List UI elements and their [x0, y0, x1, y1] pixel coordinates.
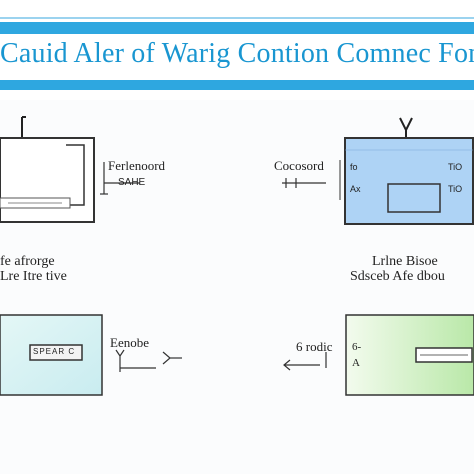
unit-top-right — [282, 117, 474, 225]
title-banner: Cauid Aler of Warig Contion Comnec Font — [0, 22, 474, 90]
bottom-right-label-3: A — [352, 357, 360, 369]
unit-bottom-right — [283, 314, 474, 396]
title-banner-inner — [0, 34, 474, 80]
top-rule — [0, 17, 474, 19]
unit-box — [344, 137, 474, 225]
top-right-inner-label-1: fo — [350, 162, 358, 172]
bottom-right-label-2: 6- — [352, 341, 362, 353]
top-right-label-1: Cocosord — [274, 158, 324, 173]
top-right-inner-label-4: TiO — [448, 184, 463, 194]
bottom-right-label-1: 6 rodic — [296, 339, 333, 354]
unit-box — [345, 314, 474, 396]
unit-panel — [29, 344, 83, 361]
unit-top-left — [0, 116, 140, 223]
diagram-title: Cauid Aler of Warig Contion Comnec Font — [0, 38, 474, 69]
bottom-left-panel-text: SPEAR C — [33, 347, 76, 356]
top-left-label-1: Ferlenoord — [108, 158, 166, 173]
unit-box — [0, 137, 95, 223]
top-left-caption-2: Lre Itre tive — [0, 269, 67, 284]
unit-display — [387, 183, 441, 213]
top-right-caption-1: Lrlne Bisoe — [372, 254, 438, 269]
top-left-caption-1: fe afrorge — [0, 254, 55, 269]
unit-bottom-left — [0, 314, 182, 396]
bottom-left-label-1: Eenobe — [110, 335, 149, 350]
top-right-caption-2: Sdsceb Afe dbou — [350, 269, 445, 284]
top-left-label-2: SAHE — [118, 177, 146, 188]
top-right-inner-label-3: Ax — [350, 184, 361, 194]
top-right-inner-label-2: TiO — [448, 162, 463, 172]
